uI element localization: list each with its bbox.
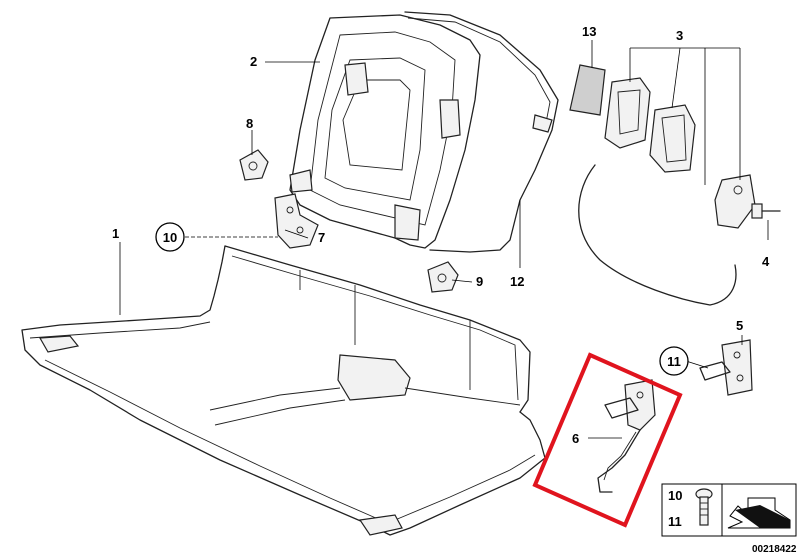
label-part-2: 2 bbox=[250, 54, 257, 69]
legend-label-11: 11 bbox=[668, 514, 682, 529]
plate-part-9 bbox=[427, 261, 459, 293]
installation-arrow-icon bbox=[727, 497, 791, 529]
label-part-4: 4 bbox=[762, 254, 770, 269]
leader-lines bbox=[119, 40, 769, 439]
label-part-6: 6 bbox=[572, 431, 579, 446]
pad-part-13 bbox=[569, 64, 606, 116]
label-part-1: 1 bbox=[112, 226, 119, 241]
lock-assembly-part-3 bbox=[604, 77, 756, 229]
seat-back-cover bbox=[404, 11, 559, 253]
screw-part-4 bbox=[751, 203, 781, 219]
seat-base-frame bbox=[21, 245, 546, 536]
callout-10-label: 10 bbox=[163, 230, 177, 245]
hook-bracket-part-5 bbox=[699, 339, 753, 396]
highlight-frame bbox=[532, 352, 683, 528]
latch-part-6 bbox=[597, 379, 656, 493]
bracket-part-8 bbox=[239, 149, 269, 181]
bracket-part-7 bbox=[274, 193, 319, 249]
label-part-8: 8 bbox=[246, 116, 253, 131]
release-cable bbox=[578, 164, 737, 306]
label-part-12: 12 bbox=[510, 274, 524, 289]
label-part-7: 7 bbox=[318, 230, 325, 245]
label-part-3: 3 bbox=[676, 28, 683, 43]
legend-label-10: 10 bbox=[668, 488, 682, 503]
label-part-13: 13 bbox=[582, 24, 596, 39]
part-labels: 1 2 3 4 5 6 7 8 9 12 13 10 11 bbox=[112, 24, 770, 446]
callout-11-label: 11 bbox=[667, 354, 681, 369]
legend-panel: 10 11 00218422 bbox=[661, 483, 797, 555]
label-part-9: 9 bbox=[476, 274, 483, 289]
callout-10: 10 bbox=[155, 222, 185, 252]
seat-back-frame bbox=[289, 14, 481, 249]
label-part-5: 5 bbox=[736, 318, 743, 333]
document-id: 00218422 bbox=[752, 544, 797, 555]
callout-11: 11 bbox=[659, 346, 689, 376]
bolt-icon bbox=[695, 488, 713, 526]
